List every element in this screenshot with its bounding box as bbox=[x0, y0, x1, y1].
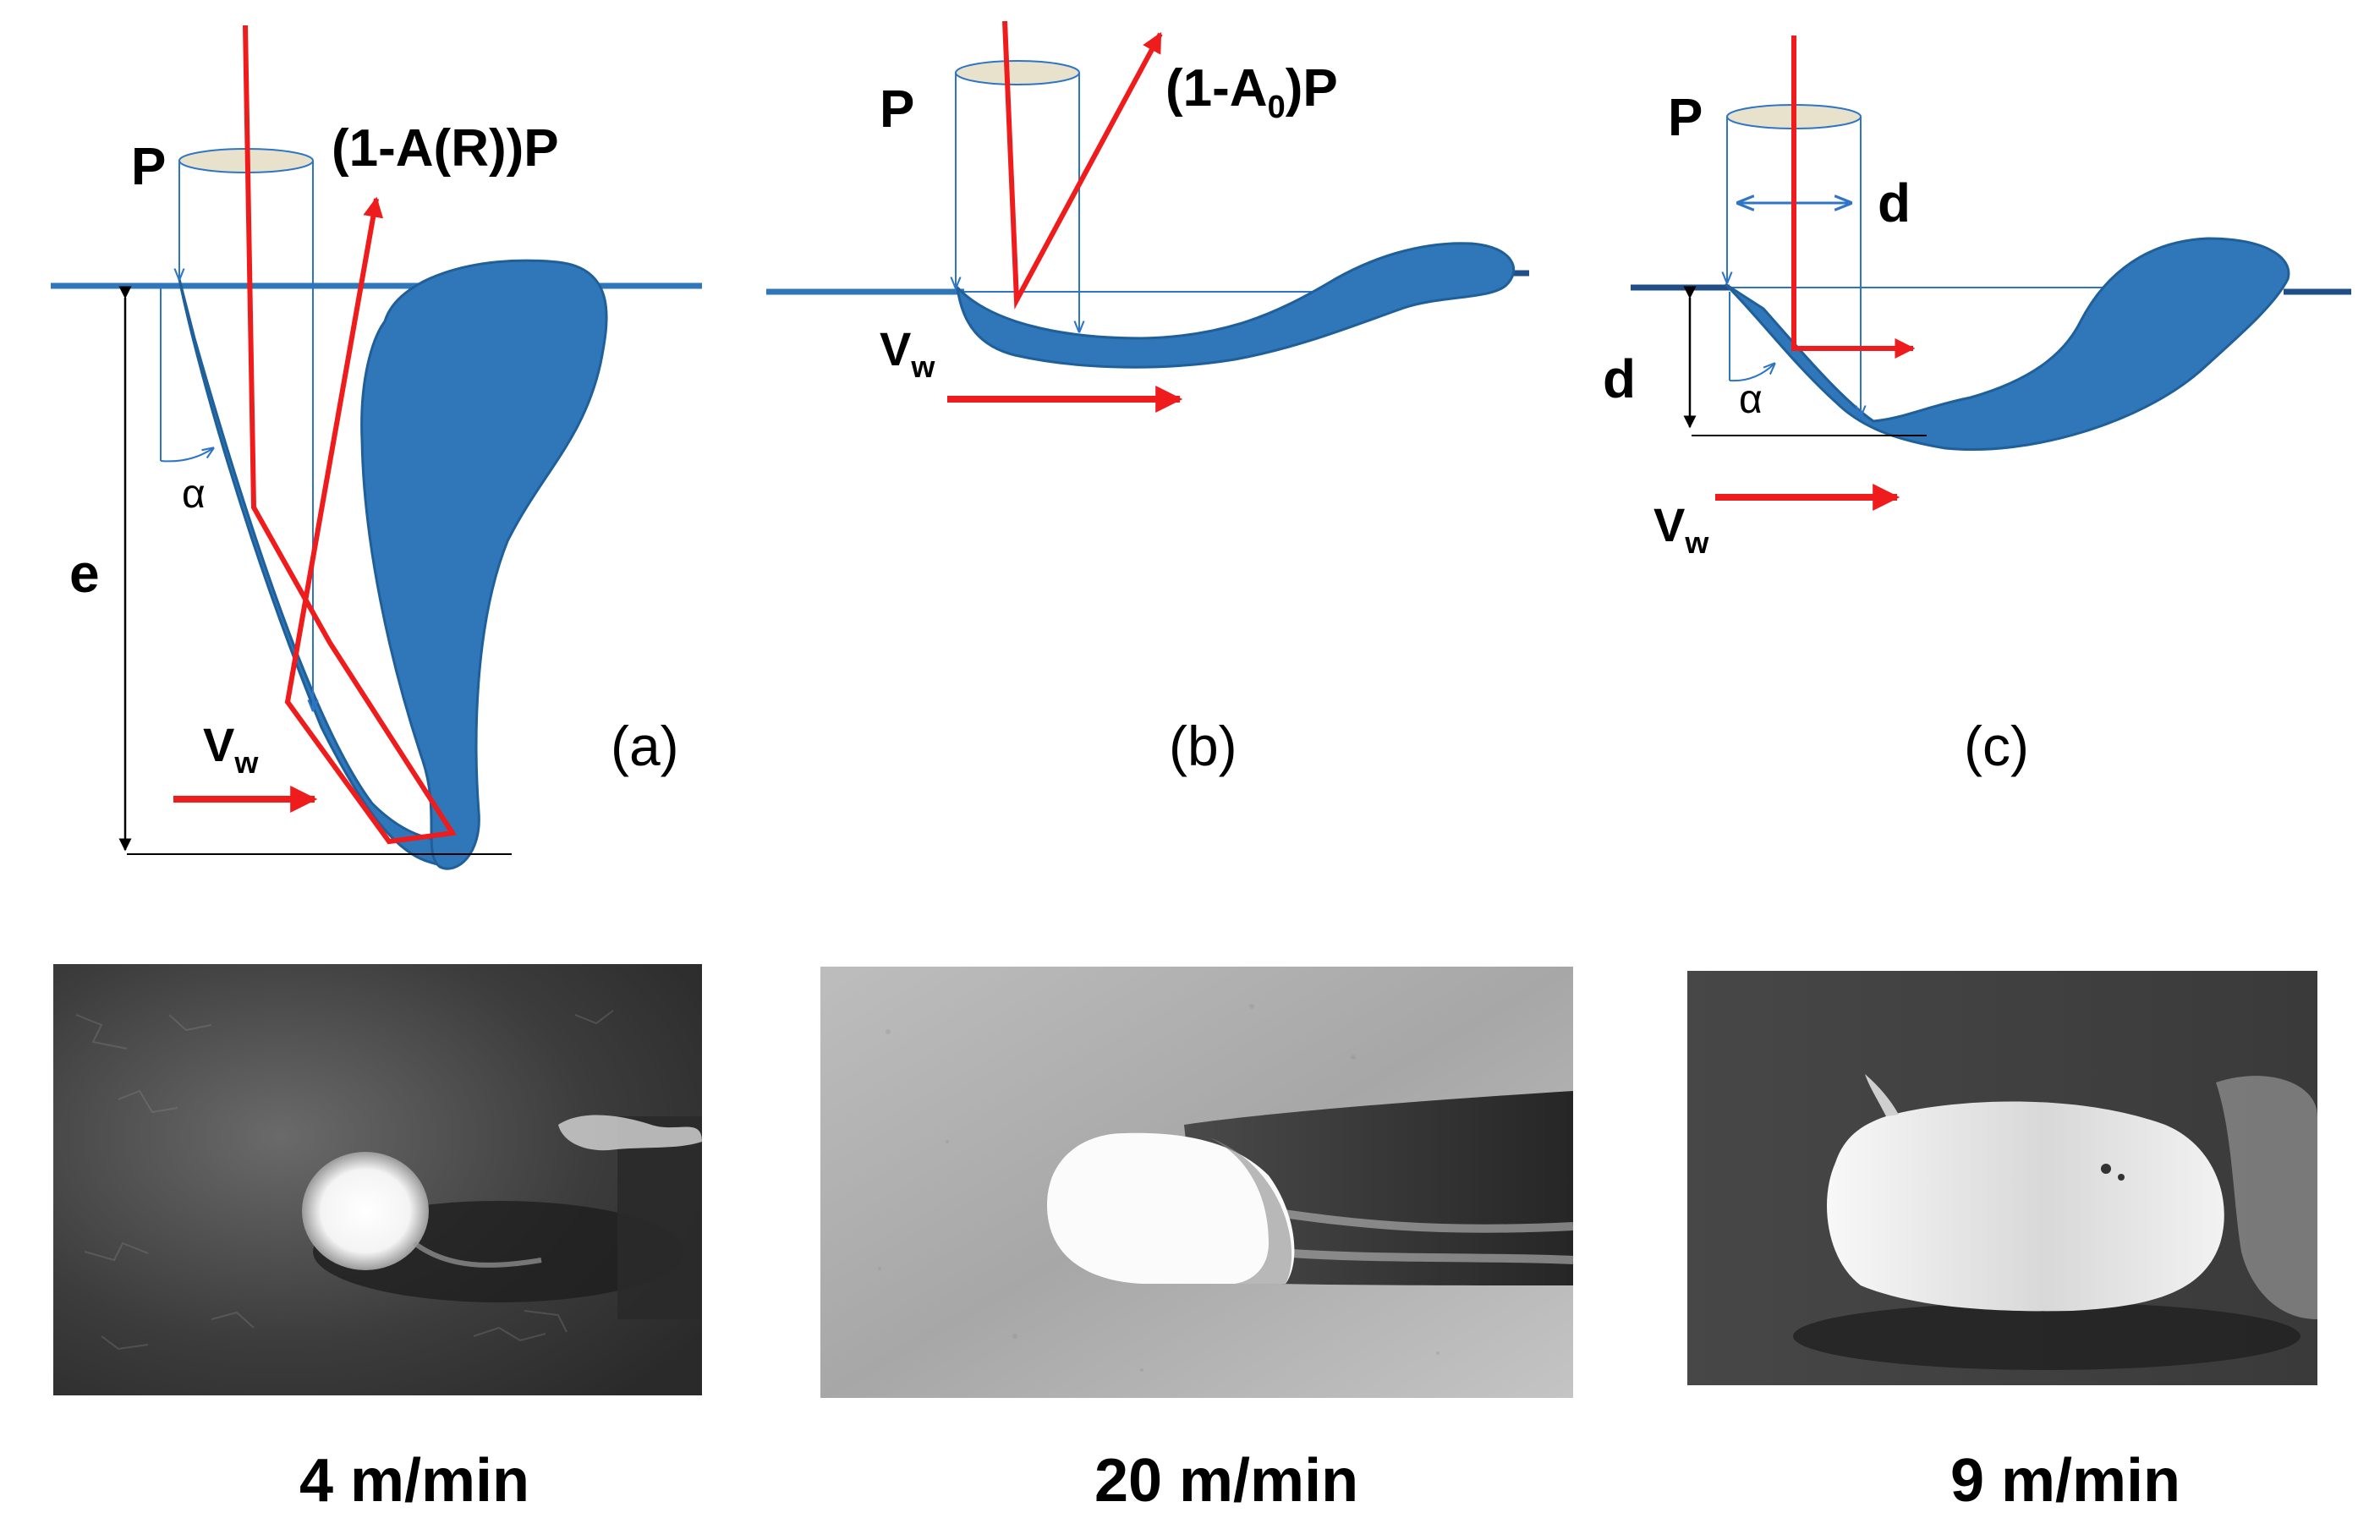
panel-c-diagram: P d d α Vw (c) bbox=[1603, 36, 2351, 777]
panel-c-angle-label: α bbox=[1739, 377, 1763, 422]
panel-c-caption: (c) bbox=[1964, 715, 2029, 777]
panel-a-depth-label: e bbox=[69, 543, 100, 604]
panel-a-speed-label: 4 m/min bbox=[299, 1447, 529, 1515]
panel-a-angle-label: α bbox=[182, 472, 206, 517]
panel-c-angle-arc bbox=[1729, 364, 1774, 382]
panel-c-speed-label: 9 m/min bbox=[1950, 1447, 2180, 1515]
panel-c-velocity-label: Vw bbox=[1653, 498, 1709, 560]
panel-b-caption: (b) bbox=[1169, 715, 1237, 777]
panel-a-angle-arc bbox=[160, 448, 213, 463]
panel-c-depth-label: d bbox=[1603, 348, 1636, 409]
panel-b-photo bbox=[820, 967, 1574, 1398]
panel-c-power-label: P bbox=[1668, 89, 1703, 147]
panel-a-caption: (a) bbox=[611, 715, 679, 777]
panel-b-melt-pool bbox=[955, 242, 1515, 369]
panel-b-speed-label: 20 m/min bbox=[1094, 1447, 1358, 1515]
panel-c-diameter-label: d bbox=[1878, 173, 1911, 233]
panel-c-melt-pool bbox=[1724, 237, 2290, 452]
panel-a-laser-ray-icon bbox=[243, 25, 458, 845]
panel-b-velocity-label: Vw bbox=[880, 322, 935, 384]
panel-a-power-label: P bbox=[131, 138, 166, 196]
panel-b-laser-ray-icon bbox=[1002, 20, 1163, 310]
panel-b-lens-icon bbox=[955, 60, 1080, 85]
panel-b-power-label: P bbox=[880, 80, 914, 139]
panel-a-velocity-label: Vw bbox=[203, 718, 259, 780]
panel-b-reflected-label: (1-A0)P bbox=[1165, 59, 1338, 125]
panel-a-photo bbox=[53, 964, 702, 1395]
panel-a-diagram: P (1-A(R))P e α Vw (a) bbox=[51, 25, 702, 870]
panel-c-photo bbox=[1687, 971, 2317, 1385]
panel-a-reflected-label: (1-A(R))P bbox=[332, 119, 559, 178]
panel-b-diagram: P (1-A0)P Vw (b) bbox=[766, 20, 1529, 777]
panel-a-melt-pool bbox=[360, 259, 608, 870]
